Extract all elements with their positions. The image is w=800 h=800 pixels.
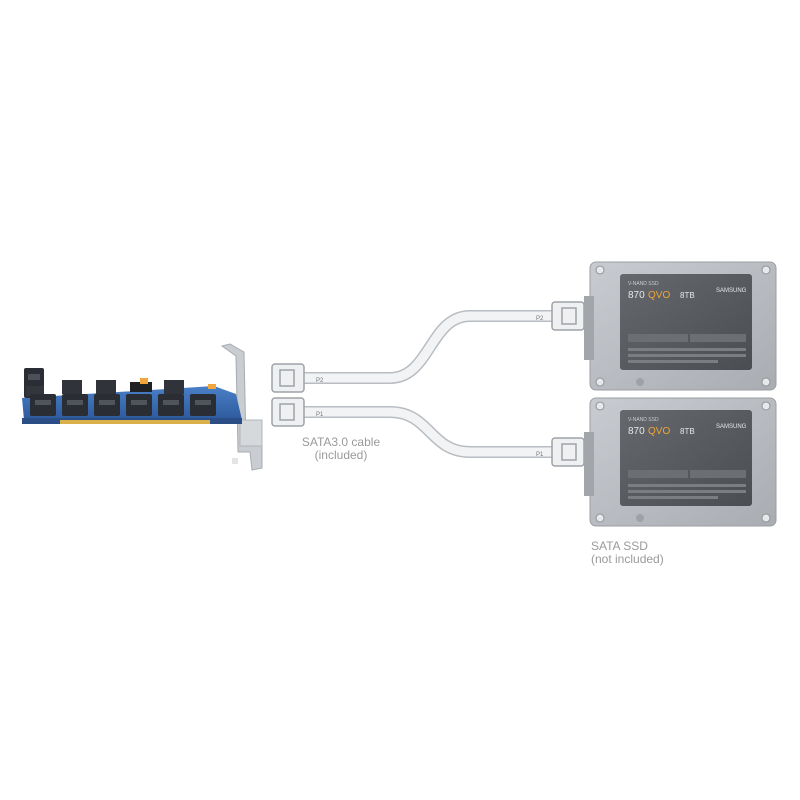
gold-edge-connector bbox=[60, 420, 210, 424]
cable-connector-right bbox=[551, 301, 585, 331]
ssd-drive-top: V-NAND SSD 870 QVO 8TB SAMSUNG bbox=[584, 261, 777, 391]
vertical-sata-ports bbox=[24, 368, 44, 398]
ssd-label bbox=[620, 410, 752, 506]
ssd-caption-line1: SATA SSD bbox=[591, 539, 648, 553]
ssd-drive-bottom: V-NAND SSD 870 QVO 8TB SAMSUNG bbox=[584, 397, 777, 527]
ssd-caption-line2: (not included) bbox=[591, 552, 664, 566]
heatsink-fins bbox=[62, 378, 216, 394]
ssd-label bbox=[620, 274, 752, 370]
cable-connector-left bbox=[271, 363, 305, 393]
ssd-model-name: QVO bbox=[648, 426, 670, 437]
sata-expansion-card bbox=[22, 343, 263, 471]
ssd-brand: SAMSUNG bbox=[716, 288, 747, 294]
cable-tag-top: P2 bbox=[316, 378, 324, 384]
cable-tag-top-right: P2 bbox=[536, 316, 544, 322]
ssd-model-prefix: 870 bbox=[628, 426, 645, 437]
ssd-model-prefix: 870 bbox=[628, 290, 645, 301]
ssd-part-number: V-NAND SSD bbox=[628, 281, 659, 287]
ssd-caption: SATA SSD (not included) bbox=[591, 540, 711, 566]
ssd-brand: SAMSUNG bbox=[716, 424, 747, 430]
cable-tag-bottom-right: P1 bbox=[536, 452, 544, 458]
cable-connector-right bbox=[551, 437, 585, 467]
cable-connector-left bbox=[271, 397, 305, 427]
cable-caption-line1: SATA3.0 cable bbox=[301, 435, 381, 449]
cable-caption: SATA3.0 cable (included) bbox=[296, 436, 386, 462]
cable-caption-line2: (included) bbox=[314, 448, 368, 462]
ssd-capacity: 8TB bbox=[680, 427, 695, 436]
ssd-model-name: QVO bbox=[648, 290, 670, 301]
cable-tag-bottom: P1 bbox=[316, 412, 324, 418]
sata-cable-top: P2 P2 bbox=[271, 301, 585, 393]
ssd-capacity: 8TB bbox=[680, 291, 695, 300]
ssd-part-number: V-NAND SSD bbox=[628, 417, 659, 423]
sata-port-row bbox=[30, 394, 216, 416]
